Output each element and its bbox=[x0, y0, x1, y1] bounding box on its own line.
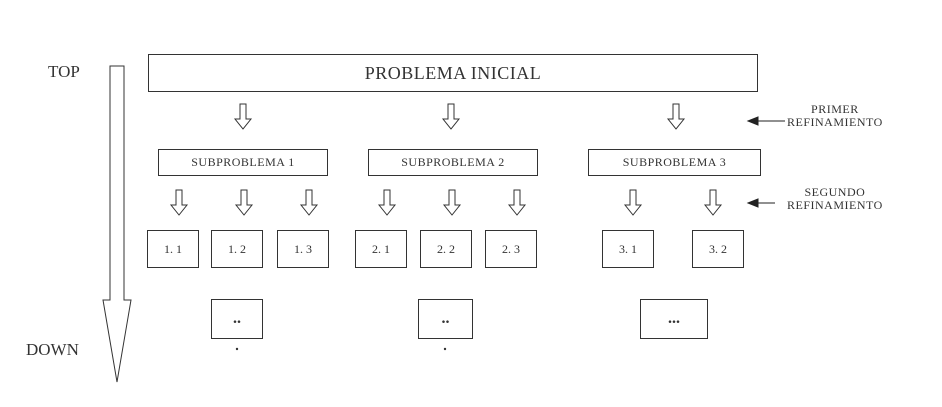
down-arrow-icon bbox=[703, 189, 723, 216]
down-arrow-icon bbox=[169, 189, 189, 216]
down-arrow-icon bbox=[507, 189, 527, 216]
second-refinement-line-1: SEGUNDO bbox=[804, 185, 866, 199]
continuation-dot bbox=[235, 347, 239, 351]
top-label: TOP bbox=[48, 62, 80, 81]
first-refinement-line-2: REFINAMIENTO bbox=[787, 115, 883, 129]
subtask-box-1-1: 1. 1 bbox=[147, 230, 199, 268]
first-refinement-label: PRIMER REFINAMIENTO bbox=[787, 103, 883, 129]
subtask-box-2-1: 2. 1 bbox=[355, 230, 407, 268]
down-arrow-icon bbox=[233, 103, 253, 130]
subtask-box-2-3: 2. 3 bbox=[485, 230, 537, 268]
down-arrow-icon bbox=[234, 189, 254, 216]
down-arrow-icon bbox=[441, 103, 461, 130]
down-arrow-icon bbox=[666, 103, 686, 130]
subproblem-box-3: SUBPROBLEMA 3 bbox=[588, 149, 761, 176]
continuation-box-3: ... bbox=[640, 299, 708, 339]
problem-box: PROBLEMA INICIAL bbox=[148, 54, 758, 92]
subproblem-box-2: SUBPROBLEMA 2 bbox=[368, 149, 538, 176]
down-arrow-icon bbox=[623, 189, 643, 216]
continuation-dot bbox=[443, 347, 447, 351]
subtask-box-2-2: 2. 2 bbox=[420, 230, 472, 268]
continuation-box-1: .. bbox=[211, 299, 263, 339]
subtask-box-1-3: 1. 3 bbox=[277, 230, 329, 268]
down-arrow-icon bbox=[442, 189, 462, 216]
subtask-box-1-2: 1. 2 bbox=[211, 230, 263, 268]
first-refinement-line-1: PRIMER bbox=[811, 102, 859, 116]
left-arrowhead-icon bbox=[746, 116, 759, 126]
second-refinement-line-2: REFINAMIENTO bbox=[787, 198, 883, 212]
continuation-box-2: .. bbox=[418, 299, 473, 339]
subtask-box-3-2: 3. 2 bbox=[692, 230, 744, 268]
top-down-arrow bbox=[102, 65, 132, 383]
second-refinement-label: SEGUNDO REFINAMIENTO bbox=[787, 186, 883, 212]
subproblem-box-1: SUBPROBLEMA 1 bbox=[158, 149, 328, 176]
down-arrow-icon bbox=[377, 189, 397, 216]
left-arrowhead-icon bbox=[746, 198, 759, 208]
down-arrow-icon bbox=[299, 189, 319, 216]
down-label: DOWN bbox=[26, 340, 79, 359]
subtask-box-3-1: 3. 1 bbox=[602, 230, 654, 268]
